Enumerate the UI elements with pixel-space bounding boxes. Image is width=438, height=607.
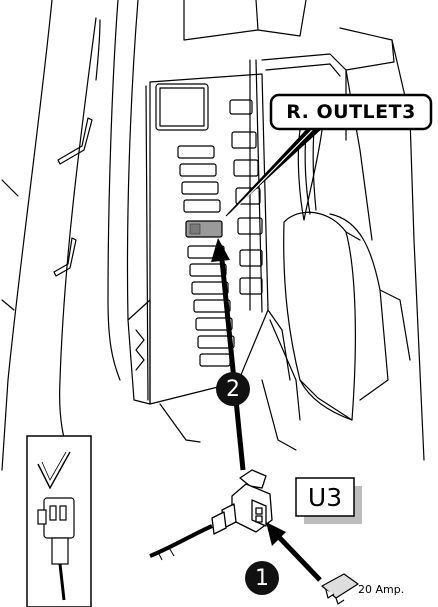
fuse-tap-adapter <box>212 470 272 534</box>
trim-slot-lower <box>54 238 76 276</box>
step-1-number: 1 <box>245 561 279 595</box>
relay-block <box>156 84 208 130</box>
fuse-rating-label: 20 Amp. <box>358 583 404 596</box>
callout-label: R. OUTLET3 <box>271 95 431 129</box>
fuse-20-amp <box>322 574 358 604</box>
trim-outer-edge <box>2 0 52 470</box>
inset-panel <box>27 436 91 607</box>
step-2-number: 2 <box>216 372 250 406</box>
trim-slot-upper <box>58 118 92 164</box>
fuse-code-label: U3 <box>296 478 354 516</box>
trim-inner-edge <box>60 18 96 460</box>
cover-flap <box>284 212 356 420</box>
tap-wire <box>150 526 212 556</box>
